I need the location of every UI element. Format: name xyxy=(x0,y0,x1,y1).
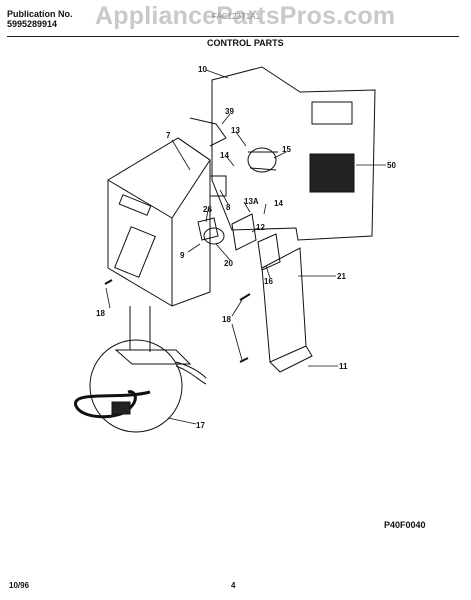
model-number: FAC123T1A1 xyxy=(212,12,261,21)
part-label: 10 xyxy=(198,65,207,74)
cord-leads xyxy=(175,361,207,385)
housing-top xyxy=(171,137,211,219)
part-label: 18 xyxy=(96,309,105,318)
part-label: 50 xyxy=(387,161,396,170)
cord-plug-bracket xyxy=(114,349,192,365)
section-title: CONTROL PARTS xyxy=(207,38,284,48)
part-label: 39 xyxy=(225,107,234,116)
screw-upper xyxy=(104,279,251,301)
relay-12 xyxy=(231,213,257,251)
panel-window-top xyxy=(311,101,353,125)
keypad xyxy=(114,226,156,278)
coil-20 xyxy=(203,227,225,245)
thermistor-26 xyxy=(197,217,219,241)
part-label: 21 xyxy=(337,272,346,281)
capacitor-15 xyxy=(247,147,277,173)
part-label: 14 xyxy=(220,151,229,160)
publication-label: Publication No. xyxy=(7,9,73,19)
screw-lower xyxy=(239,357,249,363)
part-label: 20 xyxy=(224,259,233,268)
part-label: 12 xyxy=(256,223,265,232)
bracket-39 xyxy=(189,117,227,147)
back-panel xyxy=(211,66,376,241)
panel-label-50 xyxy=(309,153,355,193)
capacitor-strap xyxy=(248,151,278,171)
cord-plug xyxy=(111,401,131,415)
publication-block: Publication No. 5995289914 xyxy=(7,9,73,29)
revision-date: 10/96 xyxy=(9,581,30,590)
zoom-lines xyxy=(129,306,151,352)
switch-8 xyxy=(209,175,227,197)
watermark: AppliancePartsPros.com xyxy=(95,2,396,30)
part-label: 14 xyxy=(274,199,283,208)
terminal-block-16 xyxy=(257,233,281,271)
part-label: 18 xyxy=(222,315,231,324)
page-number: 4 xyxy=(231,581,236,590)
cover-base xyxy=(269,345,313,373)
leader-lines xyxy=(105,69,386,425)
diagram-code: P40F0040 xyxy=(384,520,426,530)
part-label: 7 xyxy=(166,131,171,140)
control-display xyxy=(118,194,152,216)
cord-detail-circle xyxy=(89,339,183,433)
part-label: 17 xyxy=(196,421,205,430)
power-cord xyxy=(74,390,151,419)
part-label: 15 xyxy=(282,145,291,154)
access-cover xyxy=(261,247,307,363)
part-label: 26 xyxy=(203,205,212,214)
publication-number: 5995289914 xyxy=(7,19,58,29)
part-label: 13A xyxy=(244,197,259,206)
control-housing xyxy=(107,137,211,307)
part-label: 13 xyxy=(231,126,240,135)
part-label: 8 xyxy=(226,203,231,212)
part-label: 11 xyxy=(339,362,348,371)
part-label: 9 xyxy=(180,251,185,260)
part-labels: 10 39 7 13 14 15 50 8 13A 14 26 12 9 20 … xyxy=(96,65,396,430)
part-label: 16 xyxy=(264,277,273,286)
header-rule xyxy=(7,36,459,37)
